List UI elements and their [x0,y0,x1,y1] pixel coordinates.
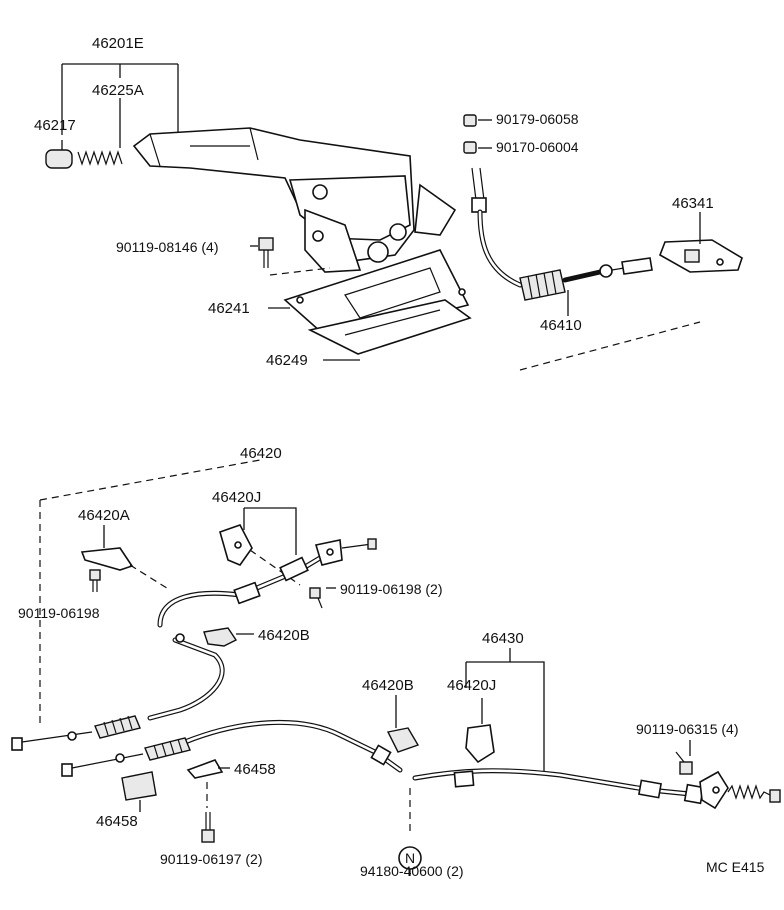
pivot-1 [312,184,328,200]
label-90170-06004: 90170-06004 [496,139,579,155]
equalizer-part [659,239,743,273]
lower-cable-boot [144,737,191,761]
base-plate-cutout [344,267,441,319]
label-46249: 46249 [266,352,308,369]
label-46420a: 46420A [78,507,130,524]
pivot-3 [367,241,389,263]
label-46217: 46217 [34,117,76,134]
bracket-46420a [80,547,134,571]
label-46201e: 46201E [92,35,144,52]
pivot-4 [312,230,324,242]
clip-46458-right [186,759,224,779]
clip-90170 [463,141,477,154]
left-cable-wire [21,731,93,743]
bracket-46420 [39,459,261,725]
label-46420j-top: 46420J [212,489,261,506]
bolt-shank-08146 [263,250,269,268]
label-46241: 46241 [208,300,250,317]
label-46410: 46410 [540,317,582,334]
label-46420: 46420 [240,445,282,462]
clip-46458-left [121,771,157,801]
lever-assembly [45,63,472,361]
front-cable-end [562,269,603,283]
boot-gasket [307,299,472,355]
part-labels: 46201E 46225A 46217 90179-06058 90170-06… [18,35,765,879]
cable-boot [519,269,566,301]
bolt-head-08146 [258,237,274,251]
boot-line [344,309,441,336]
spring-part [77,150,123,166]
nut-90179 [463,114,477,127]
knob-part [45,149,73,169]
rear-cable-assembly [11,459,781,876]
bracket-46201e [61,63,179,135]
rear-tab [414,183,457,236]
base-hole-2 [458,288,466,296]
cable-rod [471,167,485,201]
base-hole-1 [296,296,304,304]
label-90119-06197: 90119-06197 (2) [160,851,262,867]
label-46341: 46341 [672,195,714,212]
right-cable-spring [727,784,773,800]
label-90119-06198-2: 90119-06198 (2) [340,581,442,597]
label-90119-06198: 90119-06198 [18,605,100,621]
bolt-dash [269,267,331,276]
label-46420j-mid: 46420J [447,677,496,694]
clamp-46420j-mid [465,724,495,764]
label-46420b-top: 46420B [258,627,310,644]
bolt-06198 [89,569,101,581]
front-cable-assembly [463,114,743,371]
label-90119-06315: 90119-06315 (4) [636,721,738,737]
lever-grip-lines [149,127,259,167]
label-94180-40600: 94180-40600 (2) [360,863,464,879]
label-46430: 46430 [482,630,524,647]
label-90179-06058: 90179-06058 [496,111,579,127]
clip-46420b-mid [386,727,420,753]
label-46420b-mid: 46420B [362,677,414,694]
pivot-2 [389,223,407,241]
bolt-06315 [679,761,693,775]
label-46458-left: 46458 [96,813,138,830]
label-mc-e415: MC E415 [706,859,765,875]
front-cable-clevis [621,257,653,275]
label-46458-right: 46458 [234,761,276,778]
clip-46420b-top [203,627,238,647]
bracket-46420j-top [243,507,297,555]
label-46225a: 46225A [92,82,144,99]
label-n-marker: N [405,850,415,866]
left-cable-boot [94,715,141,739]
base-plate [283,249,470,341]
bracket-side [304,208,362,273]
bolt-06197 [201,829,215,843]
left-cable-end [11,737,23,751]
cable-nut [599,264,613,278]
label-90119-08146: 90119-08146 (4) [116,239,218,255]
mid-cable [147,637,225,721]
bracket-46430 [465,648,545,775]
